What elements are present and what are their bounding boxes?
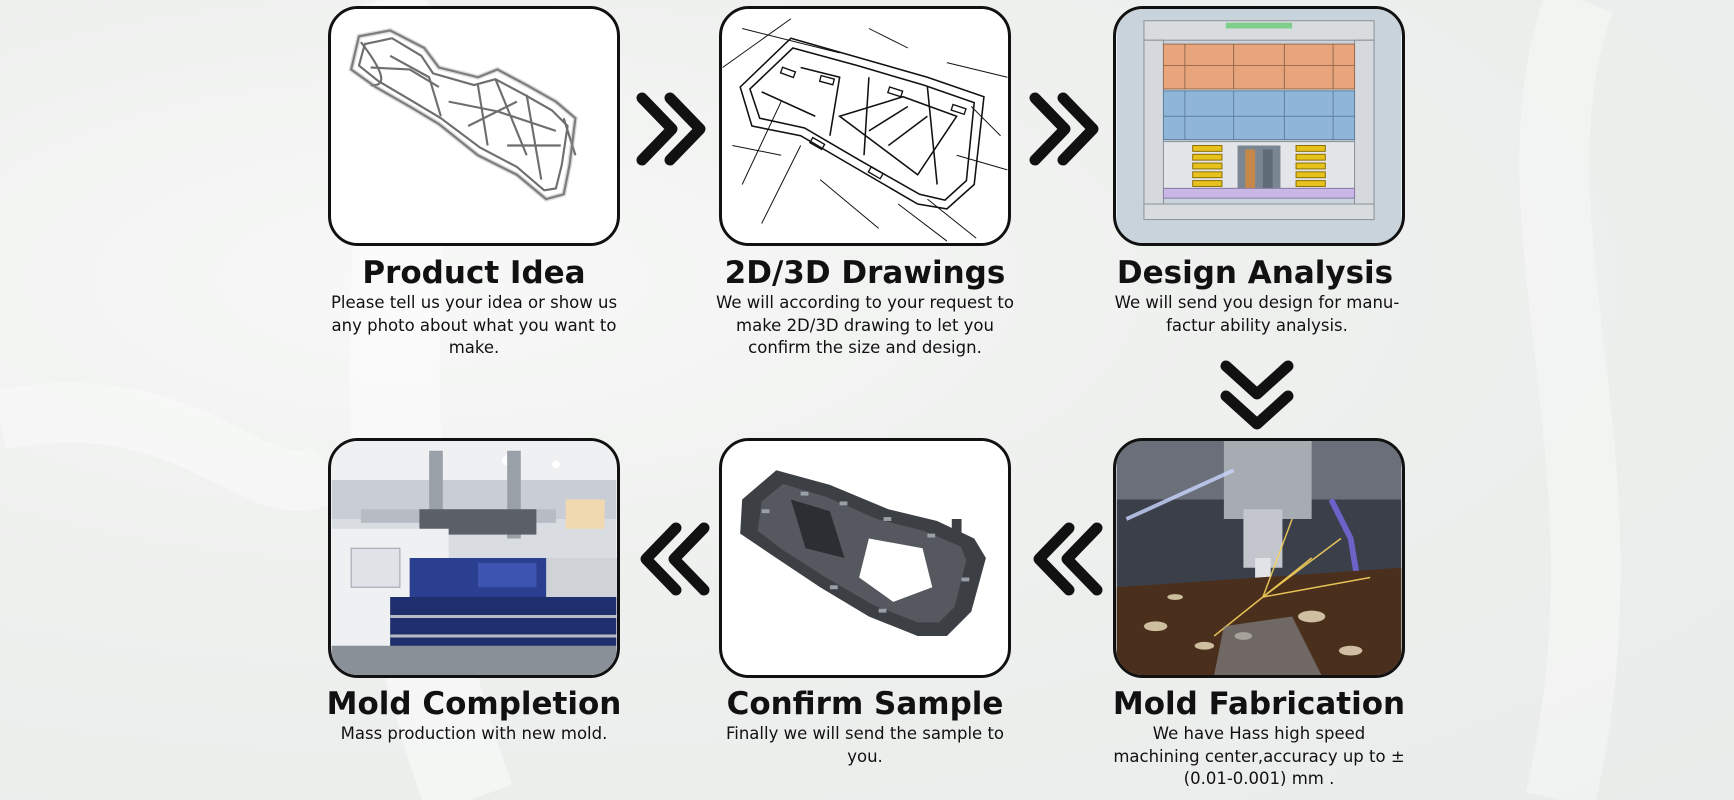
step-image-mold-completion — [328, 438, 620, 678]
step-desc-product-idea: Please tell us your idea or show us any … — [330, 293, 618, 357]
step-title-design-analysis: Design Analysis — [1116, 255, 1394, 291]
double-chevron-right-icon — [1029, 92, 1099, 166]
step-title-product-idea: Product Idea — [362, 255, 586, 291]
injection-machine-photo-image — [331, 441, 617, 675]
double-chevron-left-icon — [1033, 522, 1103, 596]
technical-drawing-image — [722, 9, 1008, 243]
step-title-mold-fabrication: Mold Fabrication — [1112, 686, 1406, 722]
double-chevron-right-icon — [636, 92, 706, 166]
step-desc-mold-fabrication: We have Hass high speed machining center… — [1113, 724, 1405, 788]
step-desc-mold-completion: Mass production with new mold. — [340, 724, 608, 743]
step-desc-confirm-sample: Finally we will send the sample to you. — [725, 724, 1005, 766]
mold-cad-section-image — [1116, 9, 1402, 243]
step-image-confirm-sample — [719, 438, 1011, 678]
step-image-2d-3d-drawings — [719, 6, 1011, 246]
wireframe-sketch-image — [331, 9, 617, 243]
step-desc-design-analysis: We will send you design for manu-factur … — [1114, 293, 1400, 335]
plastic-part-sample-image — [722, 441, 1008, 675]
step-image-design-analysis — [1113, 6, 1405, 246]
step-image-mold-fabrication — [1113, 438, 1405, 678]
double-chevron-down-icon — [1220, 360, 1294, 430]
step-desc-2d-3d-drawings: We will according to your request to mak… — [716, 293, 1014, 357]
cnc-machining-photo-image — [1116, 441, 1402, 675]
step-title-mold-completion: Mold Completion — [326, 686, 622, 722]
step-title-confirm-sample: Confirm Sample — [726, 686, 1004, 722]
step-image-product-idea — [328, 6, 620, 246]
step-title-2d-3d-drawings: 2D/3D Drawings — [724, 255, 1006, 291]
double-chevron-left-icon — [640, 522, 710, 596]
